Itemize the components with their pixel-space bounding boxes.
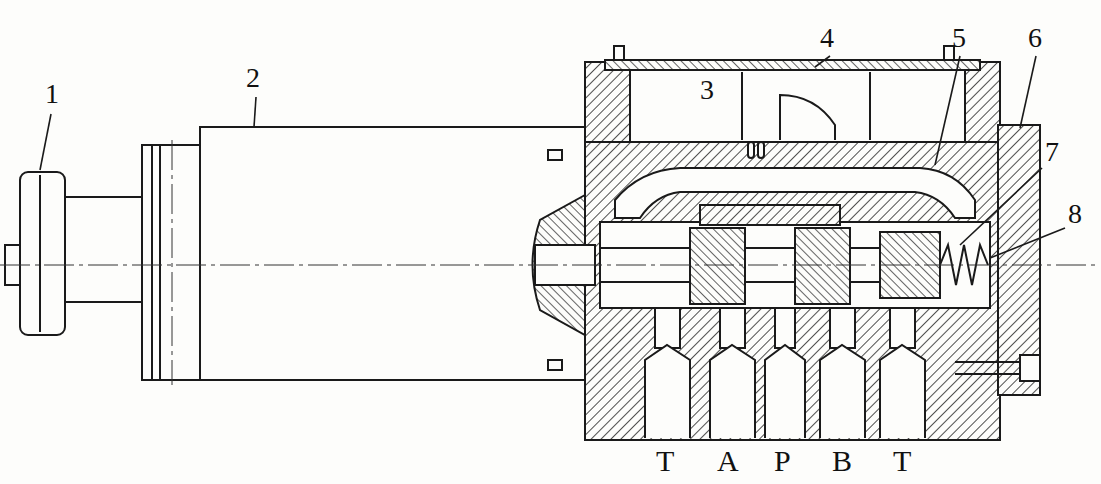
port-label: T: [893, 446, 911, 476]
port-label: B: [832, 446, 852, 476]
port-label: P: [774, 446, 791, 476]
callout-number: 6: [1028, 24, 1042, 52]
callout-number: 7: [1045, 138, 1059, 166]
callout-number: 5: [952, 24, 966, 52]
port-label: A: [717, 446, 739, 476]
callout-number: 4: [820, 24, 834, 52]
callout-number: 1: [45, 80, 59, 108]
port-label: T: [656, 446, 674, 476]
callout-number: 3: [700, 76, 714, 104]
callout-number: 8: [1068, 200, 1082, 228]
callout-number: 2: [246, 64, 260, 92]
